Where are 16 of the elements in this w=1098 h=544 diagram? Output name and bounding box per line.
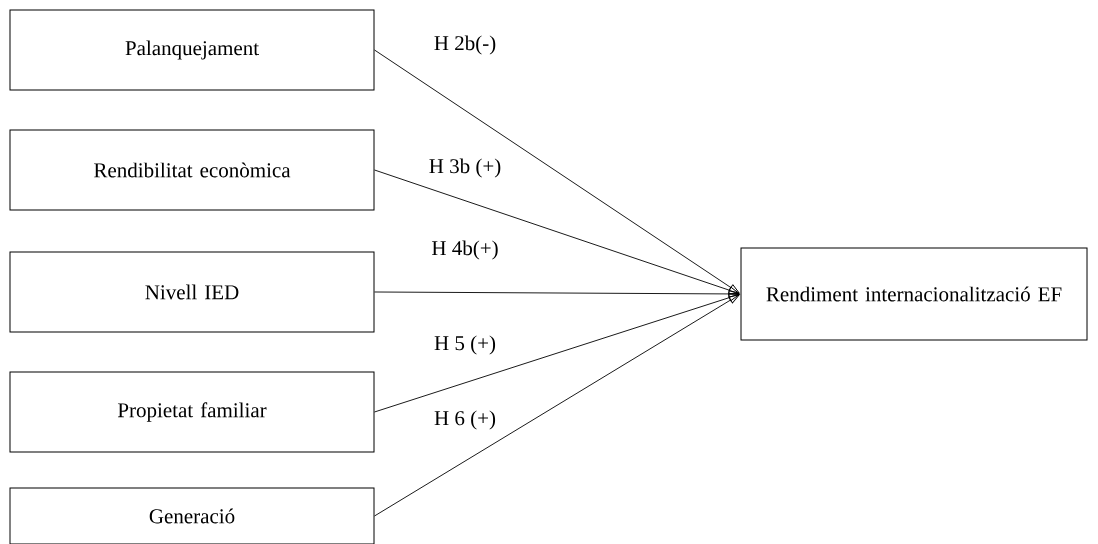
edge-label: H 3b (+) (427, 157, 503, 179)
edge-label: H 5 (+) (433, 334, 497, 356)
arrow (374, 290, 740, 298)
process-box: Rendibilitat econòmica (9, 129, 375, 211)
edge-label: H 2b(-) (432, 34, 498, 56)
arrow (374, 293, 740, 413)
process-box: Nivell IED (9, 251, 375, 333)
process-box: Generació (9, 487, 375, 544)
arrow (374, 169, 740, 295)
process-box: Propietat familiar (9, 371, 375, 453)
process-box: Rendiment internacionalització EF (740, 247, 1088, 341)
arrow (374, 294, 740, 517)
edge-label: H 6 (+) (433, 409, 497, 431)
arrow (374, 49, 740, 294)
edge-label: H 4b(+) (430, 239, 500, 261)
process-box: Palanquejament (9, 9, 375, 91)
